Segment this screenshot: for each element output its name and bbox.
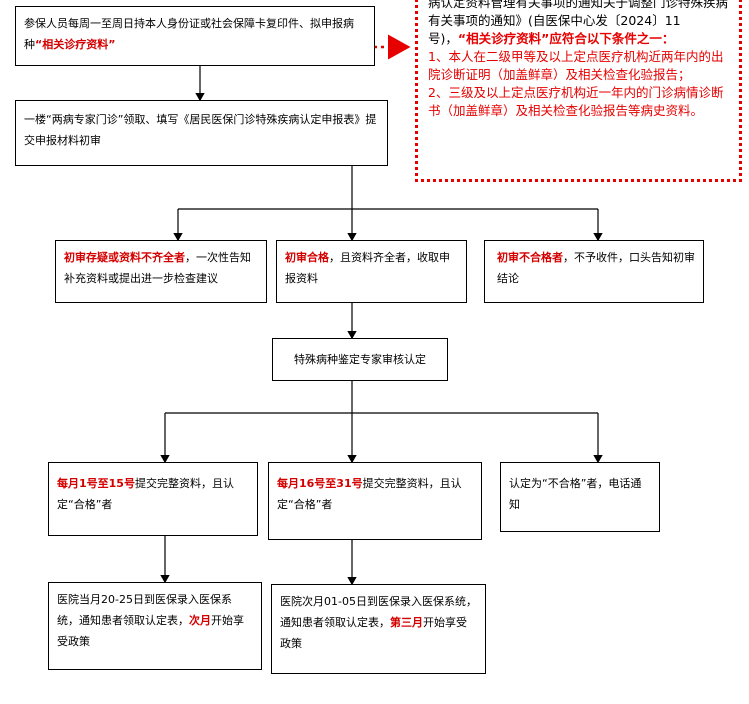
final-early-text-b: 开始享受政策 [57, 614, 244, 648]
late-text: 提交完整资料，且认定“合格”者 [277, 477, 462, 511]
step2-text: 一楼“两病专家门诊”领取、填写《居民医保门诊特殊疾病认定申报表》提交申报材料初审 [24, 113, 377, 147]
step1-text: 参保人员每周一至周日持本人身份证或社会保障卡复印件、拟申报病种 [24, 17, 354, 51]
doubt-text: ，一次性告知补充资料或提出进一步检查建议 [64, 251, 251, 285]
doubt-red: 初审存疑或资料不齐全者 [64, 251, 185, 264]
step2-box: 一楼“两病专家门诊”领取、填写《居民医保门诊特殊疾病认定申报表》提交申报材料初审 [15, 100, 388, 166]
requirements-note: 病认定资料管理有关事项的通知关于调整门诊特殊疾病有关事项的通知》(自医保中心发〔… [415, 0, 742, 182]
pass-box: 初审合格，且资料齐全者，收取申报资料 [276, 240, 467, 303]
final-early-box: 医院当月20-25日到医保录入医保系统，通知患者领取认定表，次月开始享受政策 [48, 582, 262, 670]
fail-box: 初审不合格者，不予收件，口头告知初审结论 [484, 240, 704, 303]
expert-box: 特殊病种鉴定专家审核认定 [272, 338, 448, 381]
fail-red: 初审不合格者 [497, 251, 563, 264]
pass-text: ，且资料齐全者，收取申报资料 [285, 251, 450, 285]
final-late-box: 医院次月01-05日到医保录入医保系统，通知患者领取认定表，第三月开始享受政策 [271, 584, 486, 674]
expert-text: 特殊病种鉴定专家审核认定 [294, 353, 426, 366]
final-early-red: 次月 [189, 614, 211, 627]
unqualified-box: 认定为“不合格”者，电话通知 [500, 462, 660, 532]
note-item1: 1、本人在二级甲等及以上定点医疗机构近两年内的出院诊断证明（加盖鲜章）及相关检查… [428, 49, 724, 82]
step1-related-materials: “相关诊疗资料” [35, 38, 116, 51]
early-text: 提交完整资料，且认定“合格”者 [57, 477, 234, 511]
late-red: 每月16号至31号 [277, 477, 363, 490]
late-box: 每月16号至31号提交完整资料，且认定“合格”者 [268, 462, 482, 540]
early-box: 每月1号至15号提交完整资料，且认定“合格”者 [48, 462, 258, 536]
note-para1: 病认定资料管理有关事项的通知关于调整门诊特殊疾病有关事项的通知》(自医保中心发〔… [428, 0, 729, 46]
fail-text: ，不予收件，口头告知初审结论 [497, 251, 695, 285]
final-early-text-a: 医院当月20-25日到医保录入医保系统，通知患者领取认定表， [57, 593, 232, 627]
early-red: 每月1号至15号 [57, 477, 135, 490]
note-item2: 2、三级及以上定点医疗机构近一年内的门诊病情诊断书（加盖鲜章）及相关检查化验报告… [428, 85, 724, 118]
unqualified-text: 认定为“不合格”者，电话通知 [509, 477, 642, 511]
note-para1-red: “相关诊疗资料”应符合以下条件之一： [457, 31, 675, 46]
step1-box: 参保人员每周一至周日持本人身份证或社会保障卡复印件、拟申报病种“相关诊疗资料” [15, 6, 375, 66]
final-late-red: 第三月 [390, 616, 423, 629]
pass-red: 初审合格 [285, 251, 329, 264]
final-late-text-b: 开始享受政策 [280, 616, 467, 650]
final-late-text-a: 医院次月01-05日到医保录入医保系统，通知患者领取认定表， [280, 595, 477, 629]
doubt-box: 初审存疑或资料不齐全者，一次性告知补充资料或提出进一步检查建议 [55, 240, 267, 303]
